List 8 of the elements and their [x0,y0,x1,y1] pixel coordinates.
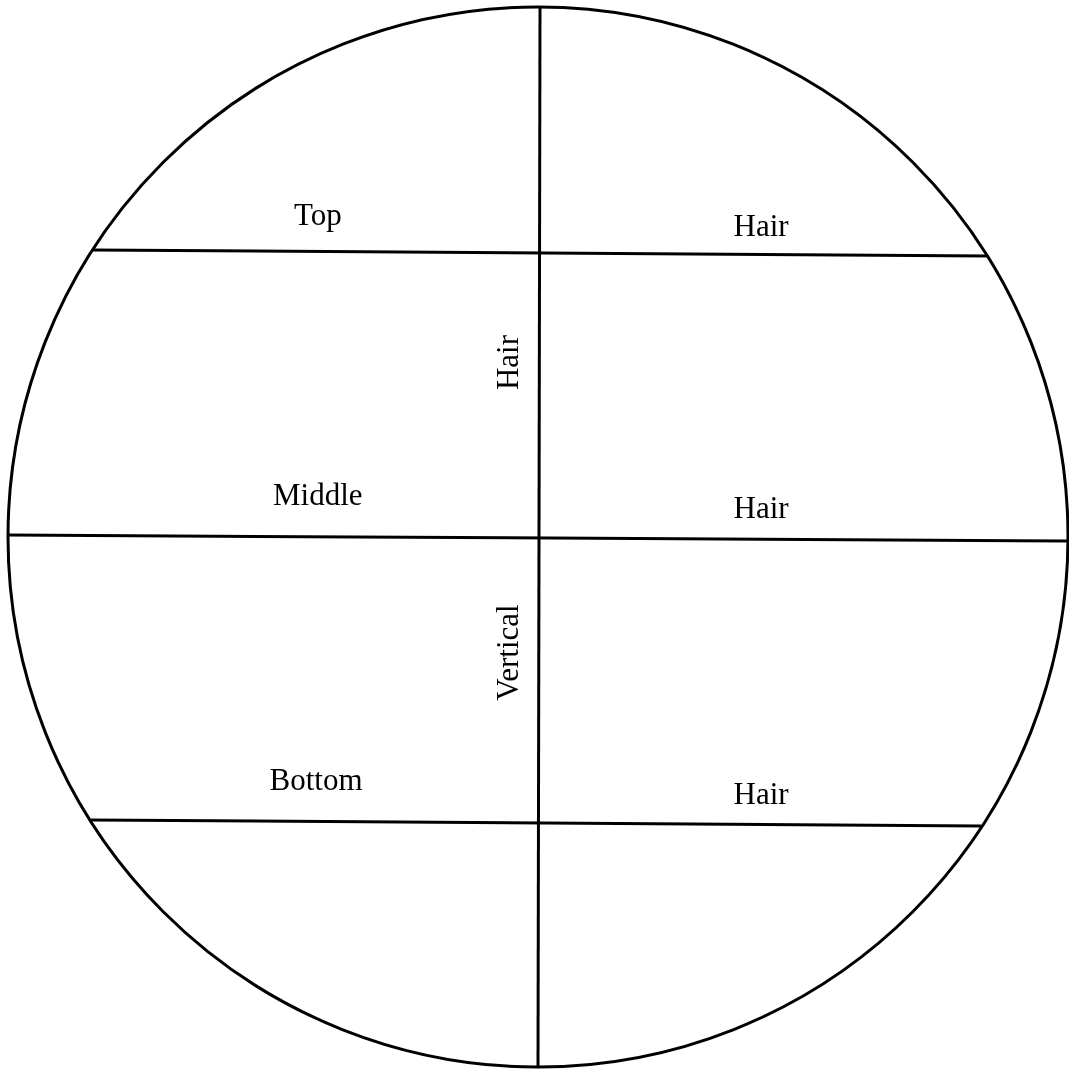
region-label: Middle [273,478,363,510]
hair-label: Hair [733,777,789,809]
region-label: Top [294,198,342,230]
hair-label: Hair [733,209,789,241]
hair-label: Hair [733,491,789,523]
hair-label: Hair [491,334,523,390]
hair-label: Vertical [491,603,523,701]
region-label: Bottom [269,763,363,795]
